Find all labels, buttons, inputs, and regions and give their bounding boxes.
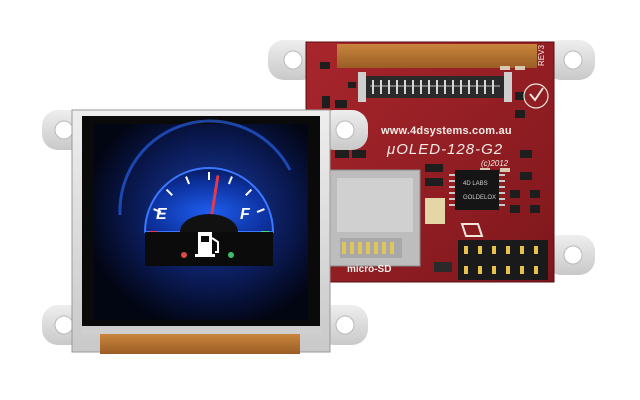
pcb-board xyxy=(268,40,595,283)
revision-label: REV3 xyxy=(537,45,546,66)
copyright-text: (c)2012 xyxy=(481,159,509,168)
gauge-tick xyxy=(227,176,233,185)
oled-screen xyxy=(94,119,308,320)
chip-brand-label: 4D LABS xyxy=(463,181,488,187)
low-fuel-indicator xyxy=(181,252,187,258)
gauge-full-label: F xyxy=(240,206,250,223)
gauge-tick xyxy=(153,208,162,214)
fuel-pump-icon xyxy=(195,232,219,257)
full-indicator xyxy=(228,252,234,258)
sd-slot-label: micro-SD xyxy=(347,264,392,275)
gauge-tick xyxy=(185,176,191,185)
chip-name-label: GOLDELOX xyxy=(463,195,497,201)
gauge-empty-label: E xyxy=(156,206,167,223)
fuel-gauge xyxy=(143,167,275,266)
website-url: www.4dsystems.com.au xyxy=(381,125,512,137)
model-name: μOLED-128-G2 xyxy=(387,141,504,158)
gauge-tick xyxy=(256,208,265,214)
gauge-tick xyxy=(165,188,173,196)
gauge-tick xyxy=(245,188,253,196)
